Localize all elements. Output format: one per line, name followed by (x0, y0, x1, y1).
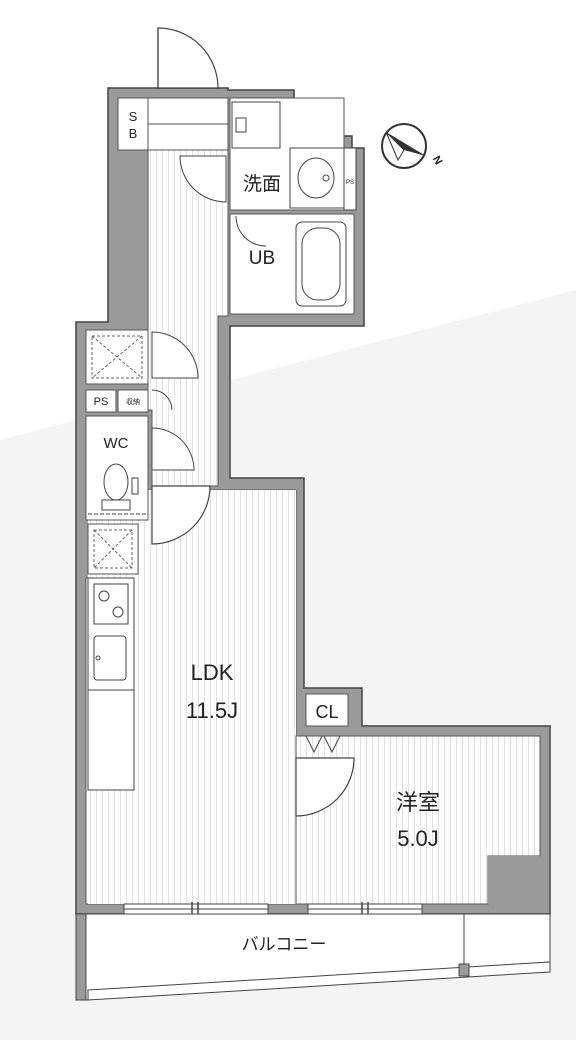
compass-icon: N (381, 123, 444, 169)
western-room-door (295, 757, 355, 817)
western-room-corner-column (488, 856, 540, 904)
ps-label: PS (94, 396, 109, 408)
closet (305, 693, 349, 727)
unit-bath-label: UB (249, 248, 275, 269)
basin (297, 157, 335, 199)
entrance-door (157, 27, 219, 89)
ldk-label: LDK (191, 660, 234, 685)
storage-label: 収納 (126, 397, 140, 406)
ps-duct (85, 389, 117, 413)
shoe-box (117, 97, 149, 151)
sb-label-s: S (129, 109, 138, 124)
western-room-size: 5.0J (397, 826, 439, 851)
wc-door (151, 427, 195, 471)
stove (93, 583, 129, 625)
ps-small-label: PS (346, 180, 354, 186)
closet-label: CL (315, 702, 338, 722)
balcony-rail (87, 961, 551, 1001)
western-room-label: 洋室 (396, 790, 440, 815)
washroom-door (179, 155, 227, 203)
washroom-label: 洗面 (243, 173, 281, 195)
wc-label: WC (104, 435, 129, 452)
sb-label-b: B (129, 126, 138, 141)
closet-doors (305, 735, 341, 754)
ps-duct-small (343, 147, 357, 211)
toilet-bowl (103, 463, 129, 501)
kitchen-sink (93, 635, 127, 681)
ldk-size: 11.5J (186, 698, 238, 723)
ldk-door (151, 485, 211, 545)
balcony-label: バルコニー (242, 935, 327, 954)
balcony-drain (458, 963, 470, 977)
toilet-tank (101, 499, 131, 511)
unit-bath-door (235, 215, 267, 247)
washing-machine-pan (231, 101, 281, 149)
storage-closet (117, 389, 149, 413)
storage-door-upper (151, 331, 199, 379)
